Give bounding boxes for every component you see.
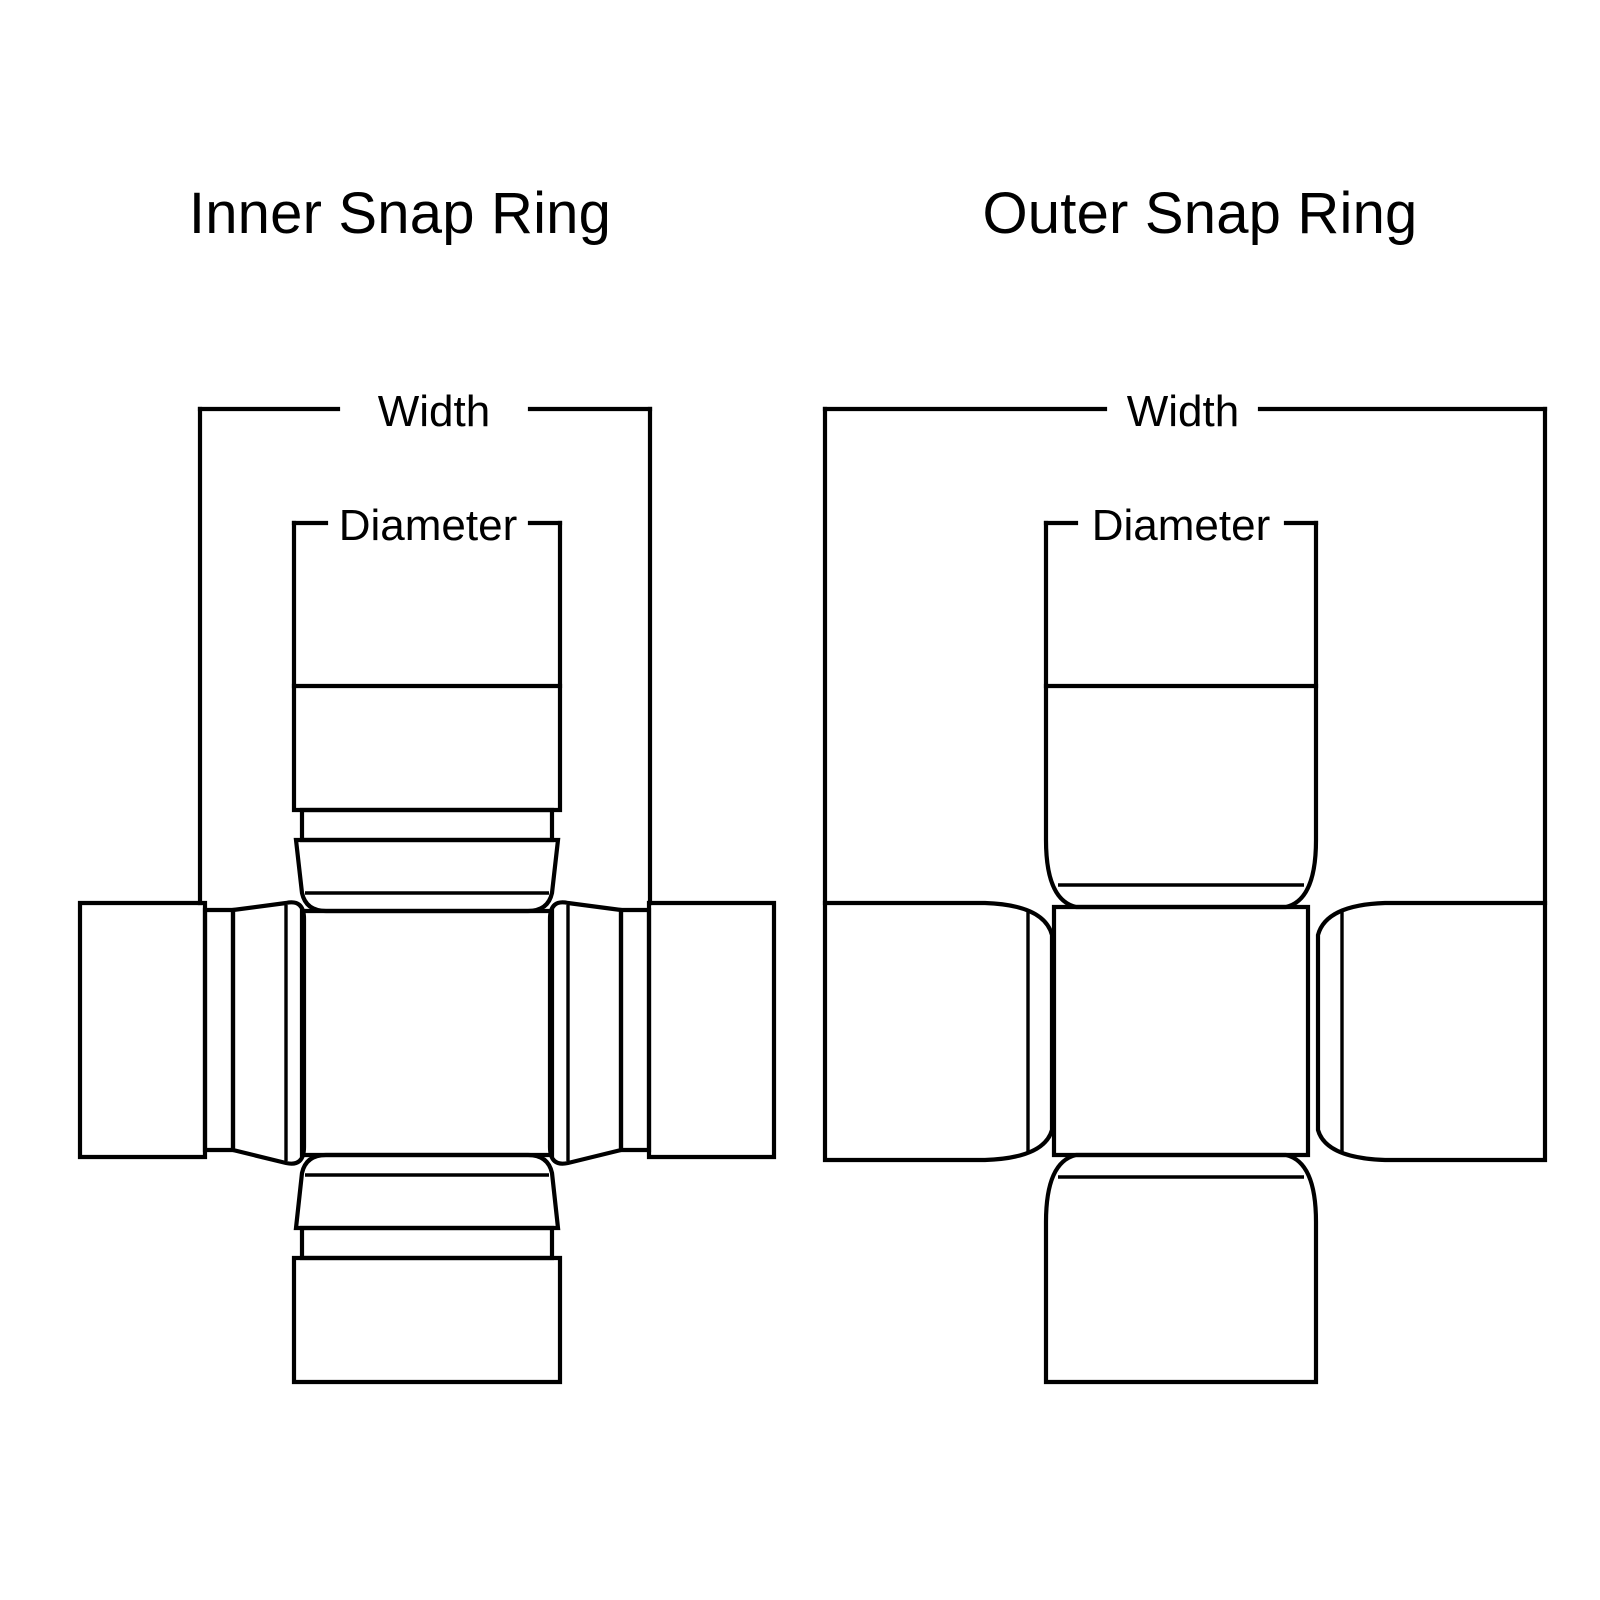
panel-outer-snap-ring: Outer Snap Ring Width Diameter [800, 0, 1600, 1600]
right-arm-outer [1315, 900, 1548, 1163]
left-arm-inner [77, 900, 307, 1166]
top-cap-body [291, 683, 563, 813]
cross-body-square [1051, 904, 1311, 1158]
panel-title-outer: Outer Snap Ring [982, 181, 1418, 246]
left-cap-body [822, 900, 1055, 1163]
bottom-bearing-cap-inner [291, 1152, 563, 1385]
left-arm-shoulder-taper [230, 900, 307, 1166]
top-bearing-cap-inner [291, 683, 563, 914]
left-cap-body [77, 900, 208, 1160]
center-cross-body-outer [1051, 904, 1311, 1158]
diameter-dimension-inner: Diameter [291, 501, 563, 689]
drawing-outer-snap-ring: Width Diameter [800, 0, 1600, 1600]
center-cross-body-inner [299, 908, 555, 1158]
bottom-cap-body [1043, 1152, 1319, 1385]
cross-body-square [299, 908, 555, 1158]
bottom-cap-shoulder-taper [293, 1152, 561, 1231]
drawing-inner-snap-ring: Width Diameter [77, 387, 777, 1385]
top-bearing-cap-outer [1043, 683, 1319, 910]
right-cap-body [646, 900, 777, 1160]
top-cap-shoulder-taper [293, 837, 561, 914]
bottom-cap-snap-ring-groove [299, 1225, 555, 1261]
right-arm-shoulder-taper [547, 900, 624, 1166]
right-cap-snap-ring-groove [618, 907, 652, 1153]
left-cap-snap-ring-groove [202, 907, 236, 1153]
diameter-dimension-outer: Diameter [1043, 501, 1319, 689]
width-label-outer: Width [1127, 387, 1239, 436]
panel-inner-snap-ring: Inner Snap Ring Width [77, 181, 777, 1385]
left-arm-outer [822, 900, 1055, 1163]
bottom-bearing-cap-outer [1043, 1152, 1319, 1385]
top-cap-snap-ring-groove [299, 807, 555, 843]
panel-title-inner: Inner Snap Ring [188, 181, 612, 246]
width-label-inner: Width [378, 387, 490, 436]
diameter-label-inner: Diameter [339, 501, 518, 550]
width-dimension-inner: Width [197, 387, 653, 906]
right-cap-body [1315, 900, 1548, 1163]
right-arm-inner [547, 900, 777, 1166]
diameter-label-outer: Diameter [1092, 501, 1271, 550]
top-cap-body [1043, 683, 1319, 910]
width-dimension-outer: Width [822, 387, 1548, 906]
bottom-cap-body [291, 1255, 563, 1385]
